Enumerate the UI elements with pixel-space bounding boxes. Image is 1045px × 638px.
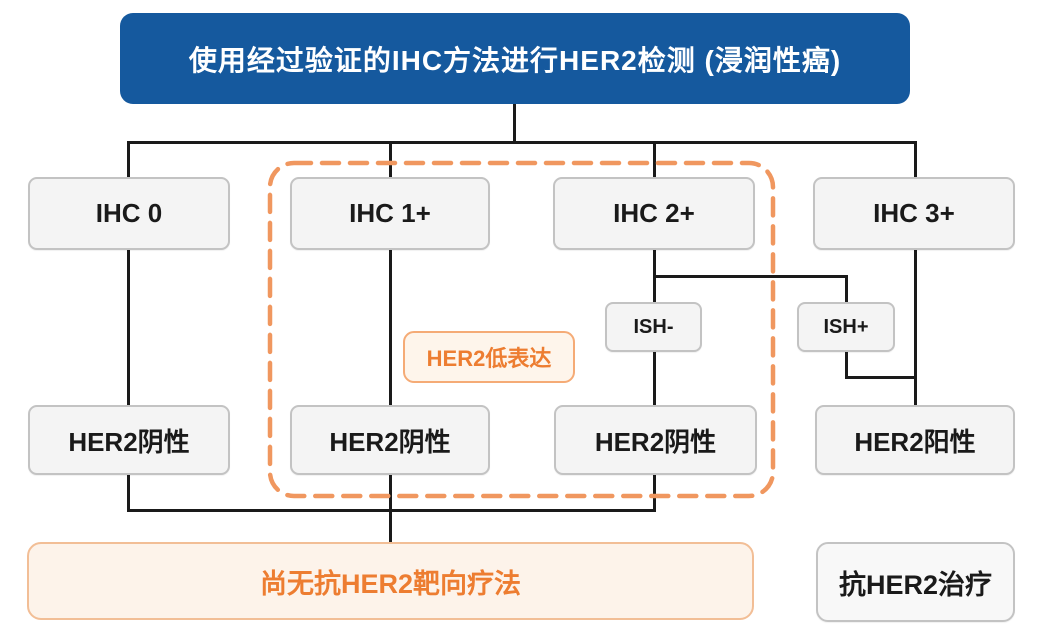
connector-ihc1-to-result bbox=[389, 249, 392, 407]
node-ish-positive: ISH+ bbox=[797, 302, 895, 352]
connector-drop-ihc1 bbox=[389, 141, 392, 181]
node-ish-positive-label: ISH+ bbox=[823, 315, 869, 338]
node-ihc-1plus-label: IHC 1+ bbox=[349, 198, 431, 228]
node-ihc-1plus: IHC 1+ bbox=[290, 177, 490, 250]
node-no-anti-her2-therapy-label: 尚无抗HER2靶向疗法 bbox=[259, 568, 522, 599]
flowchart-title-banner: 使用经过验证的IHC方法进行HER2检测 (浸润性癌) bbox=[120, 13, 910, 104]
connector-ihc3-to-result bbox=[914, 249, 917, 407]
connector-branch-to-ishplus bbox=[845, 275, 848, 305]
node-no-anti-her2-therapy: 尚无抗HER2靶向疗法 bbox=[27, 542, 754, 620]
node-her2-negative-1-label: HER2阴性 bbox=[68, 426, 190, 457]
node-her2-negative-2-label: HER2阴性 bbox=[329, 426, 451, 457]
connector-ihc0-to-result bbox=[127, 249, 130, 407]
connector-neg3-merge bbox=[653, 473, 656, 512]
node-her2-negative-3: HER2阴性 bbox=[554, 405, 757, 475]
connector-drop-ihc2 bbox=[653, 141, 656, 181]
node-her2-negative-2: HER2阴性 bbox=[290, 405, 490, 475]
node-anti-her2-therapy: 抗HER2治疗 bbox=[816, 542, 1015, 622]
connector-drop-ihc3 bbox=[914, 141, 917, 181]
node-her2-positive: HER2阳性 bbox=[815, 405, 1015, 475]
connector-drop-ihc0 bbox=[127, 141, 130, 181]
her2-low-expression-label: HER2低表达 bbox=[426, 346, 552, 371]
node-ihc-0: IHC 0 bbox=[28, 177, 230, 250]
connector-neg1-merge bbox=[127, 473, 130, 512]
connector-distribution bbox=[127, 141, 917, 144]
node-her2-negative-1: HER2阴性 bbox=[28, 405, 230, 475]
node-ihc-3plus-label: IHC 3+ bbox=[873, 198, 955, 228]
node-ihc-3plus: IHC 3+ bbox=[813, 177, 1015, 250]
connector-banner-stub bbox=[513, 103, 516, 143]
her2-low-expression-tag: HER2低表达 bbox=[403, 331, 575, 383]
node-her2-positive-label: HER2阳性 bbox=[854, 426, 976, 457]
node-ihc-2plus: IHC 2+ bbox=[553, 177, 755, 250]
connector-merge-to-footer bbox=[389, 473, 392, 543]
connector-ishplus-merge bbox=[845, 376, 917, 379]
flowchart-title: 使用经过验证的IHC方法进行HER2检测 (浸润性癌) bbox=[188, 44, 842, 76]
connector-ihc2-branch bbox=[653, 275, 848, 278]
node-ihc-2plus-label: IHC 2+ bbox=[613, 198, 695, 228]
node-ish-negative: ISH- bbox=[605, 302, 702, 352]
node-ish-negative-label: ISH- bbox=[633, 315, 674, 338]
node-ihc-0-label: IHC 0 bbox=[95, 198, 163, 228]
connector-ishplus-down bbox=[845, 350, 848, 379]
node-anti-her2-therapy-label: 抗HER2治疗 bbox=[838, 569, 993, 600]
node-her2-negative-3-label: HER2阴性 bbox=[594, 426, 717, 457]
